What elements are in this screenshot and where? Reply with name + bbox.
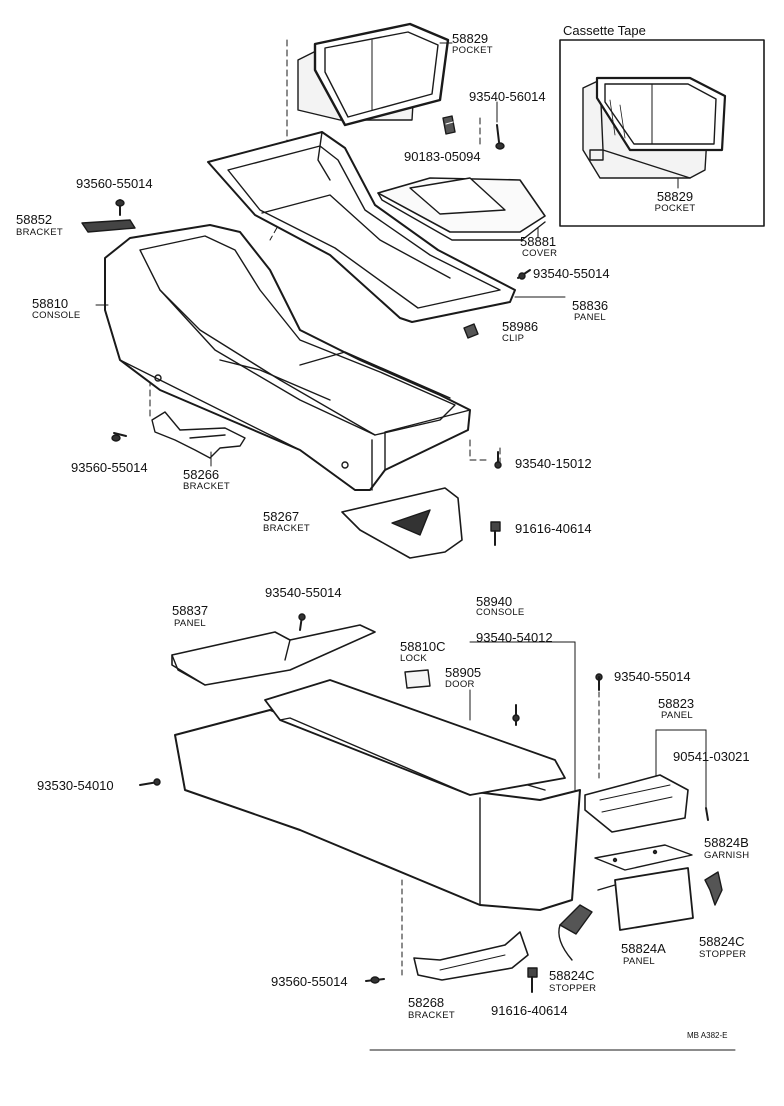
stopper-58824c-r-drawing <box>704 871 723 906</box>
label-console-58940-number: 58940 <box>476 594 513 609</box>
label-bracket-58268-number: 58268 <box>408 995 445 1010</box>
label-panel-58823-name: PANEL <box>661 710 693 721</box>
label-pocket-58829-number: 58829 <box>452 31 489 46</box>
label-lock-58810c-name: LOCK <box>400 653 428 664</box>
label-screw-93560-mid: 93560-55014 <box>71 460 148 475</box>
label-screw-93540-56014-a: 93540-56014 <box>469 89 546 104</box>
pocket-58829-drawing <box>297 22 450 127</box>
screw-93560-bottom-drawing <box>365 976 385 984</box>
inset-frame <box>559 39 765 227</box>
panel-58823-drawing <box>584 774 689 833</box>
bracket-58266-drawing <box>111 411 246 459</box>
label-panel-58824a-number: 58824A <box>621 941 666 956</box>
label-bolt-91616-b: 91616-40614 <box>491 1003 568 1018</box>
lock-58810c-drawing <box>404 669 431 689</box>
bracket-58852-drawing <box>81 199 136 233</box>
inset-pocket-drawing <box>582 76 727 179</box>
label-panel-58837-name: PANEL <box>174 618 206 629</box>
label-screw-93540-55014-b: 93540-55014 <box>265 585 342 600</box>
screw-93540-56014-a-drawing <box>495 124 505 150</box>
label-panel-58837-number: 58837 <box>172 603 209 618</box>
inset-part-number: 58829 <box>656 189 694 204</box>
label-bracket-58267-name: BRACKET <box>263 523 310 534</box>
bolt-91616-b-drawing <box>527 967 538 993</box>
door-58905-drawing <box>264 679 566 796</box>
label-bracket-58852-number: 58852 <box>16 212 53 227</box>
cover-58881-drawing <box>377 177 546 241</box>
label-screw-93540-55014-a: 93540-55014 <box>533 266 610 281</box>
label-clip-58986-number: 58986 <box>502 319 539 334</box>
label-screw-93540-55014-c: 93540-55014 <box>614 669 691 684</box>
label-pocket-58829-name: POCKET <box>452 45 493 56</box>
panel-58837-drawing <box>171 624 376 686</box>
screw-90541-drawing <box>705 807 709 821</box>
nut-90183-drawing <box>442 115 456 135</box>
label-bracket-58267-number: 58267 <box>263 509 300 524</box>
label-screw-93540-54012: 93540-54012 <box>476 630 553 645</box>
screw-93530-drawing <box>139 778 161 786</box>
screw-93540-15012-drawing <box>494 451 502 469</box>
label-screw-93540-15012: 93540-15012 <box>515 456 592 471</box>
drawing-code: MB A382-E <box>687 1031 728 1040</box>
inset-part-name: POCKET <box>654 203 696 214</box>
clip-58986-drawing <box>463 323 479 339</box>
bracket-58268-drawing <box>413 931 529 981</box>
label-bolt-91616-a: 91616-40614 <box>515 521 592 536</box>
label-console-58940-name: CONSOLE <box>476 607 525 618</box>
label-console-58810-name: CONSOLE <box>32 310 81 321</box>
garnish-58824b-drawing <box>594 844 693 871</box>
label-clip-58986-name: CLIP <box>502 333 525 344</box>
stopper-58824c-l-drawing <box>558 904 593 961</box>
label-console-58810-number: 58810 <box>32 296 69 311</box>
label-stopper-58824c-l-name: STOPPER <box>549 983 597 994</box>
screw-93540-55014-c-drawing <box>595 673 603 781</box>
label-cover-58881-number: 58881 <box>520 234 557 249</box>
label-door-58905-number: 58905 <box>445 665 482 680</box>
label-cover-58881-name: COVER <box>522 248 558 259</box>
label-garnish-58824b-number: 58824B <box>704 835 749 850</box>
label-lock-58810c-number: 58810C <box>400 639 446 654</box>
label-bracket-58852-name: BRACKET <box>16 227 63 238</box>
label-bracket-58266-number: 58266 <box>183 467 220 482</box>
label-panel-58836-number: 58836 <box>572 298 609 313</box>
label-panel-58824a-name: PANEL <box>623 956 655 967</box>
label-panel-58836-name: PANEL <box>574 312 606 323</box>
panel-58836-drawing <box>207 131 516 323</box>
label-nut-90183: 90183-05094 <box>404 149 481 164</box>
label-bracket-58266-name: BRACKET <box>183 481 230 492</box>
label-screw-93530: 93530-54010 <box>37 778 114 793</box>
label-screw-93560-bottom: 93560-55014 <box>271 974 348 989</box>
screw-93540-55014-a-drawing <box>517 269 531 280</box>
label-panel-58823-number: 58823 <box>658 696 695 711</box>
bracket-58267-drawing <box>341 487 463 559</box>
panel-58824a-drawing <box>597 867 694 931</box>
label-stopper-58824c-r-name: STOPPER <box>699 949 747 960</box>
screw-93540-54012-drawing <box>512 704 520 726</box>
label-stopper-58824c-r-number: 58824C <box>699 934 745 949</box>
label-stopper-58824c-l-number: 58824C <box>549 968 595 983</box>
screw-93540-55014-b-drawing <box>298 613 306 631</box>
label-screw-93560-top: 93560-55014 <box>76 176 153 191</box>
console-58810-drawing <box>104 224 471 491</box>
label-bracket-58268-name: BRACKET <box>408 1010 455 1021</box>
bolt-91616-a-drawing <box>490 521 501 546</box>
label-screw-90541: 90541-03021 <box>673 749 750 764</box>
inset-title: Cassette Tape <box>563 23 646 38</box>
label-door-58905-name: DOOR <box>445 679 475 690</box>
label-garnish-58824b-name: GARNISH <box>704 850 750 861</box>
